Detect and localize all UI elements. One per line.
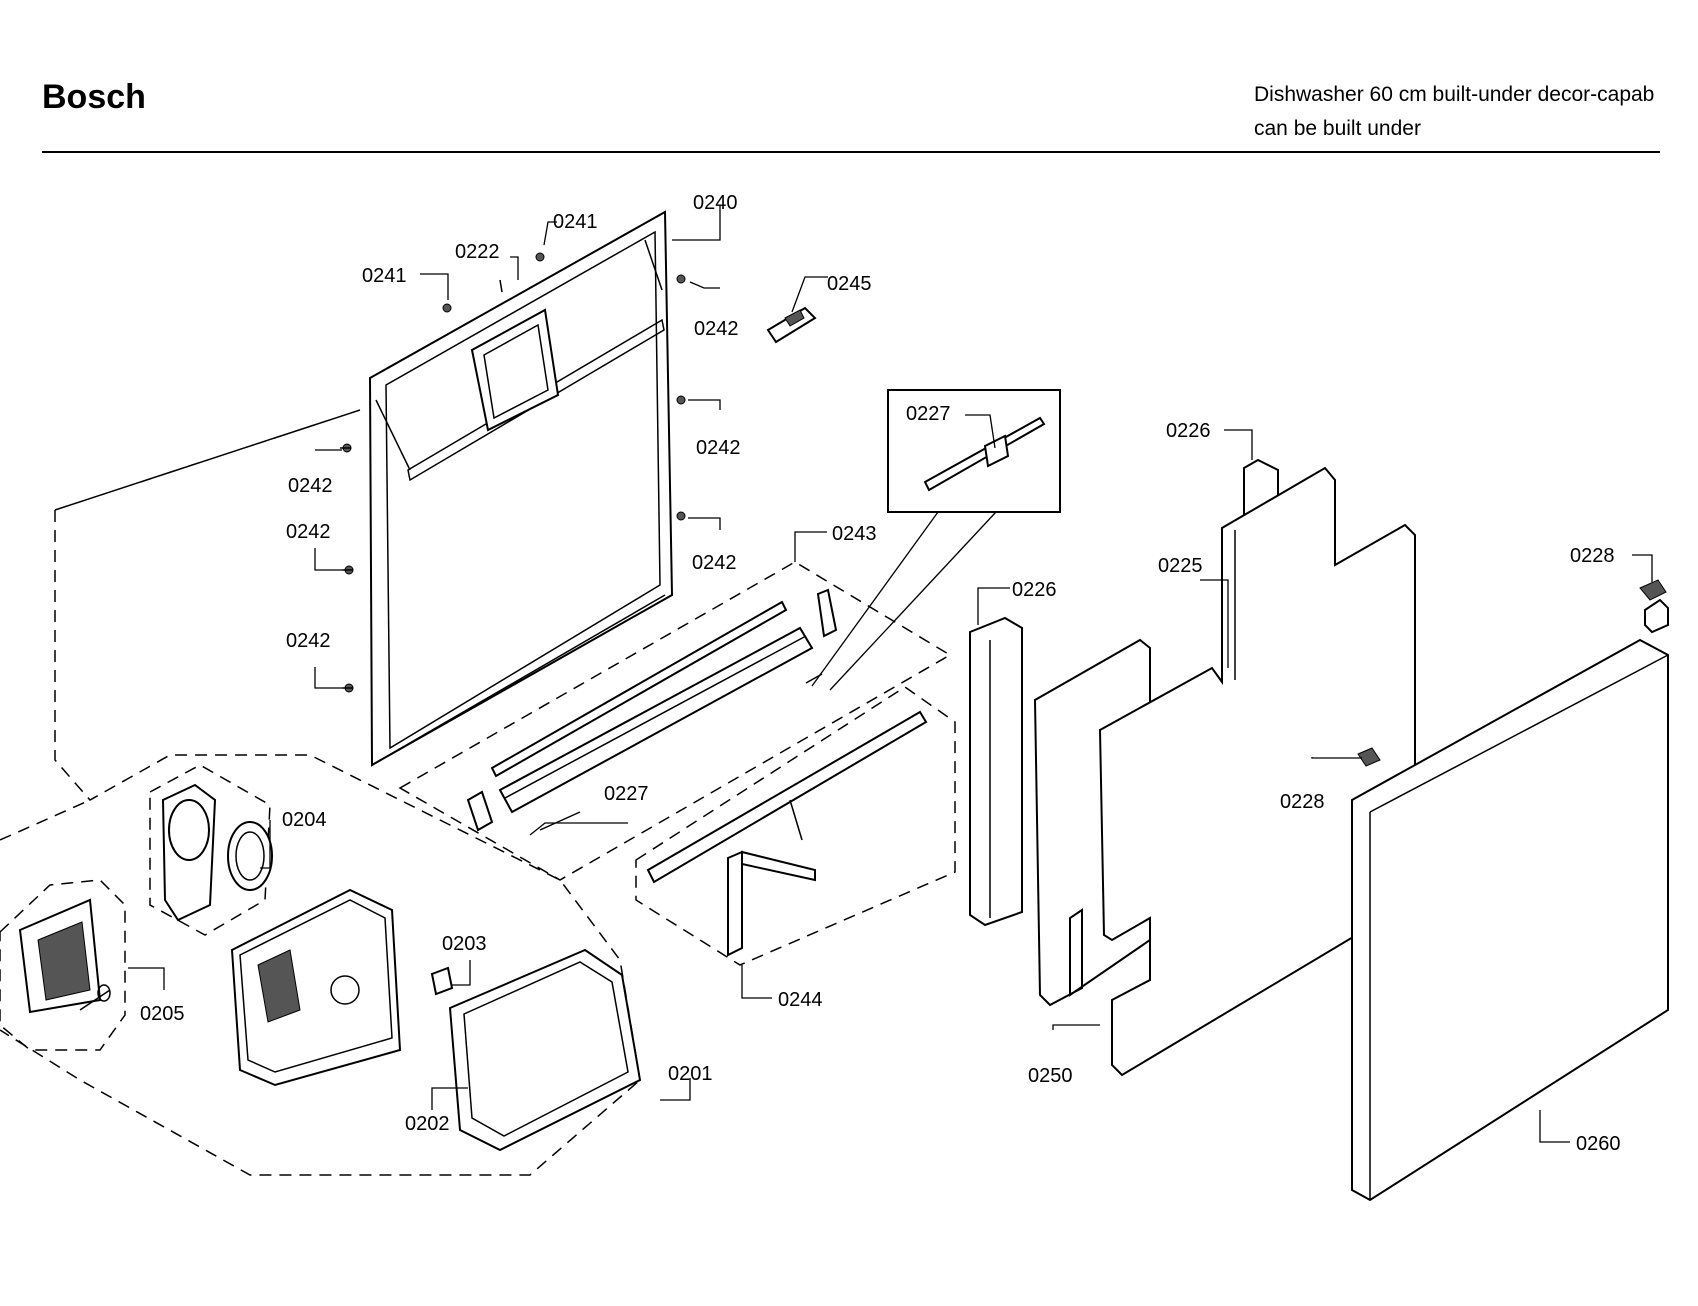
callout-0244: 0244 [778, 989, 823, 1011]
callout-0242-f: 0242 [286, 630, 331, 652]
hinge-rail-group [635, 686, 956, 966]
hinge-clip-part [766, 306, 817, 344]
callout-0260: 0260 [1576, 1133, 1621, 1155]
brand-title: Bosch [42, 78, 146, 116]
callout-labels: 0240 0241 0241 0222 0245 0242 0242 0242 … [140, 192, 1621, 1155]
callout-leader-lines [128, 205, 1653, 1143]
callout-0242-c: 0242 [692, 552, 737, 574]
callout-0242-b: 0242 [696, 437, 741, 459]
callout-0225: 0225 [1158, 555, 1203, 577]
callout-0245: 0245 [827, 273, 872, 295]
subtitle-line-2: can be built under [1254, 117, 1421, 140]
subtitle-line-1: Dishwasher 60 cm built-under decor-capab [1254, 83, 1655, 106]
screw-parts [340, 252, 686, 693]
callout-0240: 0240 [693, 192, 738, 214]
callout-0222: 0222 [455, 241, 500, 263]
callout-0205: 0205 [140, 1003, 185, 1025]
control-module-group [0, 409, 642, 1176]
callout-0202: 0202 [405, 1113, 450, 1135]
inner-door-frame-part [368, 210, 674, 767]
callout-0226-a: 0226 [1166, 420, 1211, 442]
callout-0242-e: 0242 [286, 521, 331, 543]
rail-assembly-group [398, 561, 952, 881]
seal-strip-inset [811, 389, 1061, 691]
callout-0228-b: 0228 [1280, 791, 1325, 813]
callout-0226-b: 0226 [1012, 579, 1057, 601]
callout-0204: 0204 [282, 809, 327, 831]
callout-0243: 0243 [832, 523, 877, 545]
callout-0201: 0201 [668, 1063, 713, 1085]
decor-panel-parts [969, 458, 1669, 1202]
callout-0227-b: 0227 [604, 783, 649, 805]
callout-0241-a: 0241 [553, 211, 598, 233]
callout-0228-a: 0228 [1570, 545, 1615, 567]
callout-0242-a: 0242 [694, 318, 739, 340]
callout-0250: 0250 [1028, 1065, 1073, 1087]
callout-0242-d: 0242 [288, 475, 333, 497]
diagram-subtitle: Dishwasher 60 cm built-under decor-capab… [1254, 78, 1654, 146]
header-divider [42, 151, 1660, 153]
callout-0227-a: 0227 [906, 403, 951, 425]
callout-0203: 0203 [442, 933, 487, 955]
callout-0241-b: 0241 [362, 265, 407, 287]
